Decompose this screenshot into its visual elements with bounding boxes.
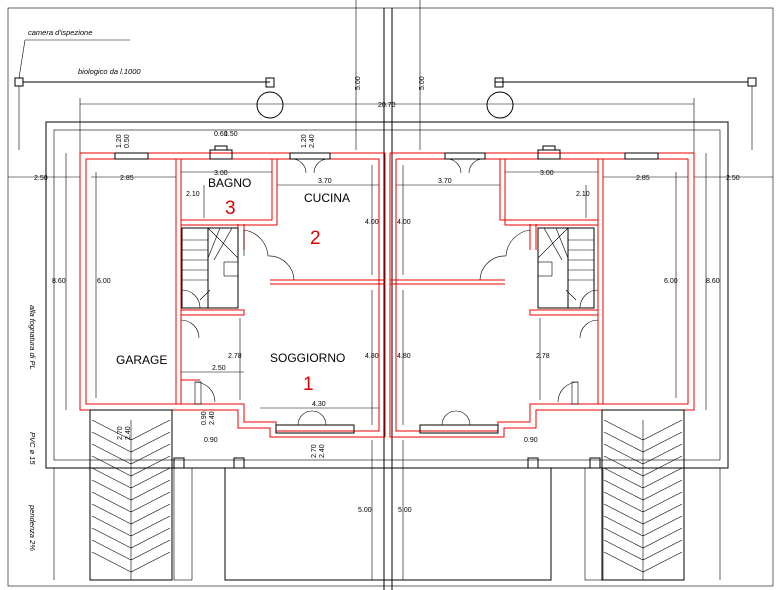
dim-drive-270: 2.70: [117, 426, 124, 440]
openings: [114, 145, 659, 434]
annotation-biologico: biologico da l.1000: [78, 67, 141, 76]
dim-step-left-b: 2.40: [209, 411, 216, 425]
room-label-soggiorno: SOGGIORNO: [270, 351, 345, 365]
dim-side-left: 2.50: [34, 175, 48, 182]
dim-living-width: 4.30: [312, 401, 326, 408]
dim-hall-right: 2.78: [536, 353, 550, 360]
dim-house-depth-left: 8.60: [52, 278, 66, 285]
dim-front-240: 2.40: [319, 444, 326, 458]
dim-bath-width-left: 3.00: [214, 170, 228, 177]
annotation-camera: camera d'ispezione: [28, 28, 92, 37]
dim-entry-width: 2.50: [212, 365, 226, 372]
dim-top-setback-left: 5.00: [355, 76, 362, 90]
dim-step-left: 0.90: [201, 411, 208, 425]
dim-bath-width-right: 3.00: [540, 170, 554, 177]
driveway-left: [89, 409, 173, 581]
dim-kitchen-depth-left: 4.00: [365, 219, 379, 226]
annotation-pvc: PVC ø 15: [28, 432, 37, 465]
dim-front-270: 2.70: [311, 444, 318, 458]
dim-win-050: 0.50: [124, 134, 131, 148]
driveway-right: [601, 409, 685, 581]
dim-stair-right: 2.10: [576, 191, 590, 198]
side-setbacks: 2.50 2.50: [8, 175, 773, 182]
interior-dimensions: [65, 153, 707, 580]
dim-house-depth-right: 8.60: [706, 278, 720, 285]
dim-garage-depth-left: 6.00: [97, 278, 111, 285]
room-number-2: 2: [310, 228, 321, 249]
dim-drive-240: 2.40: [125, 426, 132, 440]
septic-tank-right: [486, 91, 514, 119]
room-label-garage: GARAGE: [116, 353, 167, 367]
dim-bottom-setback-left: 5.00: [358, 507, 372, 514]
annotation-pendenza: pendenza 2%: [28, 504, 37, 551]
septic-tank-left: [256, 91, 284, 119]
dim-win-150: 1.50: [224, 131, 238, 138]
dim-win-120: 1.20: [116, 134, 123, 148]
house-left-walls: [79, 152, 386, 438]
dim-bottom-setback-right: 5.00: [398, 507, 412, 514]
stair-right: [537, 227, 595, 309]
dim-side-right: 2.50: [726, 175, 740, 182]
dim-stair-left: 2.10: [186, 191, 200, 198]
dim-living-depth-right: 4.80: [397, 353, 411, 360]
room-number-1: 1: [303, 374, 314, 395]
room-number-3: 3: [225, 198, 236, 219]
house-right-walls: [389, 152, 695, 438]
dim-living-depth-left: 4.80: [365, 353, 379, 360]
dim-step-right: 0.90: [524, 437, 538, 444]
dim-hall-left: 2.78: [228, 353, 242, 360]
dim-door-120: 1.20: [301, 134, 308, 148]
room-label-bagno: BAGNO: [208, 176, 251, 190]
dim-garage-width-right: 2.85: [636, 175, 650, 182]
dim-kitchen-width-left: 3.70: [318, 178, 332, 185]
room-label-cucina: CUCINA: [304, 191, 350, 205]
annotation-fognatura: alla fognatura di PL: [28, 305, 37, 370]
front-gardens: [53, 457, 721, 581]
dim-step-left-c: 0.90: [204, 437, 218, 444]
dim-top-setback-right: 5.00: [419, 76, 426, 90]
dim-door-240: 2.40: [309, 134, 316, 148]
dim-win-060: 0.60: [214, 131, 228, 138]
stair-left: [181, 227, 239, 309]
dim-garage-width-left: 2.85: [120, 175, 134, 182]
dim-kitchen-width-right: 3.70: [438, 178, 452, 185]
dim-total-width: 20.70: [378, 102, 396, 109]
dim-kitchen-depth-right: 4.00: [397, 219, 411, 226]
septic-system: camera d'ispezione biologico da l.1000: [14, 28, 757, 150]
dim-garage-depth-right: 6.00: [664, 278, 678, 285]
overall-dimension: 20.70 5.00 5.00: [79, 76, 695, 160]
